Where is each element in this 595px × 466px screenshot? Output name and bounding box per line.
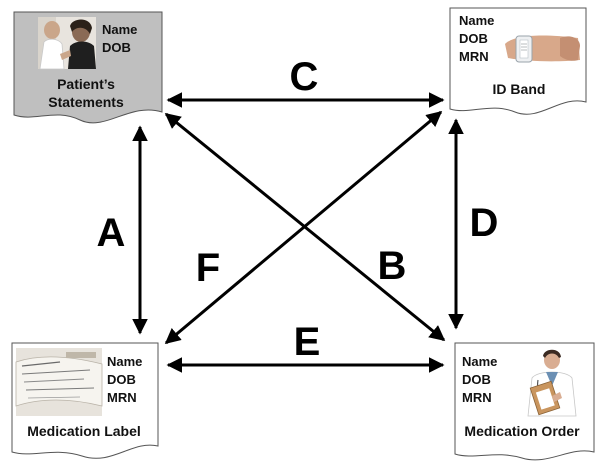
idband-title: ID Band [493, 81, 546, 97]
doctor-clipboard-photo-icon [527, 349, 577, 417]
medlabel-field-dob: DOB [107, 372, 136, 387]
medlabel-field-name: Name [107, 354, 142, 369]
medication-label-photo-icon [15, 348, 103, 416]
edge-label-b: B [378, 244, 407, 288]
patient-title-line-1: Patient’s [57, 76, 115, 92]
node-medication-order: Name DOB MRN Medication Order [454, 342, 595, 461]
patient-photo-icon [38, 17, 96, 70]
edge-label-d: D [470, 201, 499, 245]
wristband-photo-icon [505, 35, 580, 63]
patient-field-name: Name [102, 22, 137, 37]
node-patients-statements: Name DOB Patient’s Statements [13, 11, 163, 124]
edge-label-c: C [290, 55, 319, 99]
edge-label-a: A [97, 211, 126, 255]
node-id-band: Name DOB MRN ID Band [449, 7, 587, 115]
patient-title-line-2: Statements [48, 94, 124, 110]
edge-label-e: E [294, 320, 321, 364]
node-medication-label: Name DOB MRN Medication Label [11, 342, 159, 459]
idband-field-dob: DOB [459, 31, 488, 46]
medorder-field-name: Name [462, 354, 497, 369]
medlabel-title: Medication Label [27, 423, 141, 439]
patient-field-dob: DOB [102, 40, 131, 55]
medorder-title: Medication Order [464, 423, 580, 439]
edge-label-f: F [196, 246, 220, 290]
medlabel-field-mrn: MRN [107, 390, 137, 405]
idband-field-name: Name [459, 13, 494, 28]
edges [132, 92, 464, 373]
edge-f-arrow [164, 110, 443, 345]
medorder-field-dob: DOB [462, 372, 491, 387]
medorder-field-mrn: MRN [462, 390, 492, 405]
idband-field-mrn: MRN [459, 49, 489, 64]
